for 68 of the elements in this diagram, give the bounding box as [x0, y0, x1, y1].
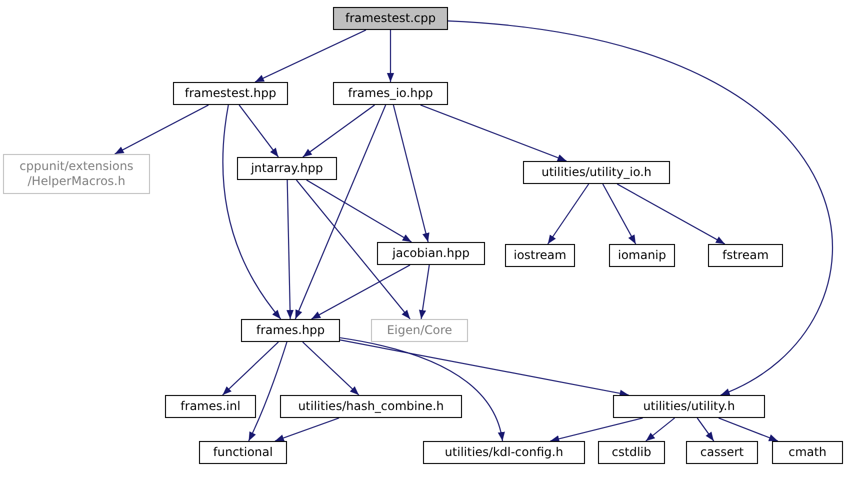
include-arrow	[286, 180, 294, 320]
include-arrow	[222, 342, 279, 396]
file-name: cmath	[788, 445, 826, 460]
include-arrow	[302, 104, 375, 158]
file-box	[523, 161, 670, 184]
file-name: jntarray.hpp	[250, 161, 324, 176]
include-arrow	[547, 184, 590, 244]
file-name: utilities/utility_io.h	[541, 165, 652, 180]
file-name: frames.hpp	[256, 323, 325, 338]
file-box	[237, 157, 337, 180]
file-box	[613, 395, 765, 418]
include-arrow	[340, 339, 629, 397]
file-name: jacobian.hpp	[392, 246, 470, 261]
file-name: cassert	[700, 445, 744, 460]
file-box	[371, 319, 468, 342]
file-box	[609, 244, 675, 267]
include-arrow	[238, 104, 279, 158]
file-name: framestest.cpp	[345, 11, 436, 26]
file-name: functional	[213, 445, 273, 460]
file-name: utilities/utility.h	[643, 399, 735, 414]
file-box	[686, 441, 758, 464]
include-arrow	[274, 417, 340, 442]
include-arrow	[296, 180, 411, 320]
include-arrow	[222, 104, 282, 320]
file-box	[423, 441, 585, 464]
include-arrow	[386, 30, 394, 82]
file-name: Eigen/Core	[386, 323, 452, 338]
file-box	[333, 82, 448, 105]
file-box	[280, 395, 462, 418]
include-arrow	[448, 20, 832, 396]
file-name: iomanip	[618, 248, 666, 263]
file-name: frames_io.hpp	[348, 86, 433, 101]
file-name: cppunit/extensions /HelperMacros.h	[18, 159, 134, 189]
file-box	[377, 242, 485, 265]
file-box	[173, 82, 288, 105]
file-box	[165, 395, 256, 418]
file-box	[333, 7, 448, 30]
file-box	[708, 244, 783, 267]
file-box	[3, 154, 150, 194]
file-box	[241, 319, 340, 342]
include-arrow	[294, 104, 386, 320]
file-name: iostream	[514, 248, 566, 263]
include-arrow	[311, 264, 410, 320]
include-arrow	[340, 337, 504, 442]
include-arrow	[696, 418, 714, 442]
include-arrow	[302, 342, 360, 396]
file-name: frames.inl	[180, 399, 240, 414]
file-box	[598, 441, 665, 464]
file-name: utilities/kdl-config.h	[444, 445, 564, 460]
file-box	[505, 244, 575, 267]
include-arrow	[718, 417, 778, 442]
include-arrow	[616, 184, 726, 244]
file-box	[199, 441, 287, 464]
include-arrow	[306, 180, 412, 242]
include-arrow	[418, 264, 430, 320]
file-name: fstream	[722, 248, 769, 263]
include-arrow	[550, 417, 643, 442]
file-name: cstdlib	[612, 445, 652, 460]
include-arrow	[602, 184, 636, 244]
include-arrow	[646, 418, 675, 442]
include-arrow	[248, 342, 288, 442]
include-arrow	[392, 104, 430, 242]
include-arrow	[114, 104, 209, 154]
include-arrow	[420, 104, 567, 162]
include-arrow	[254, 30, 366, 82]
file-name: framestest.hpp	[184, 86, 276, 101]
file-box	[772, 441, 843, 464]
file-name: utilities/hash_combine.h	[298, 399, 444, 414]
